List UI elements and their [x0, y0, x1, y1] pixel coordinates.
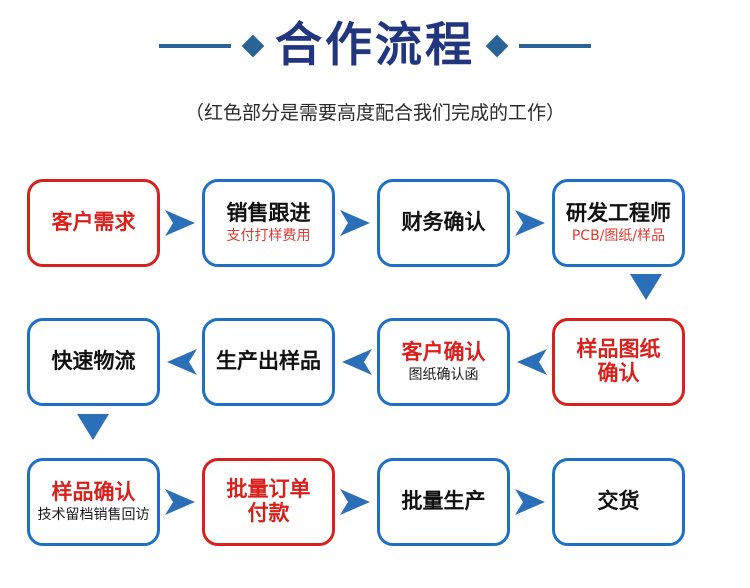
flow-node-title: 研发工程师 — [566, 200, 671, 225]
arrow-right-icon — [335, 206, 377, 240]
page-subtitle: （红色部分是需要高度配合我们完成的工作） — [184, 102, 565, 124]
horizontal-rule-icon — [519, 43, 591, 48]
arrow-left-icon — [510, 345, 552, 379]
arrow-right-icon — [510, 206, 552, 240]
flow-node-title: 批量订单 付款 — [226, 477, 311, 525]
arrow-right-icon — [160, 485, 202, 519]
arrow-down-icon-row1-row2 — [626, 272, 666, 302]
flow-node[interactable]: 客户需求 — [27, 179, 160, 267]
flow-node-title: 客户确认 — [401, 339, 486, 364]
flow-node[interactable]: 快速物流 — [27, 318, 160, 406]
flow-node-subtitle: 技术留档销售回访 — [37, 507, 150, 524]
flow-node-title: 生产出样品 — [216, 349, 321, 374]
flow-node-title: 销售跟进 — [226, 200, 311, 225]
flow-node[interactable]: 研发工程师 PCB/图纸/样品 — [552, 179, 685, 267]
arrow-left-icon — [335, 345, 377, 379]
flow-node-title: 客户需求 — [51, 210, 136, 235]
flow-node-subtitle: 图纸确认函 — [408, 367, 479, 384]
page-header: 合作流程 （红色部分是需要高度配合我们完成的工作） — [0, 0, 750, 150]
page-title: 合作流程 — [275, 18, 475, 73]
flow-node[interactable]: 销售跟进支付打样费用 — [202, 179, 335, 267]
arrow-down-icon-row2-row3 — [73, 412, 113, 442]
flow-row-1: 客户需求 销售跟进支付打样费用 财务确认 研发工程师 PCB/图纸/样品 — [0, 177, 750, 269]
arrow-right-icon — [160, 206, 202, 240]
diamond-icon-left — [241, 34, 265, 57]
flow-node-title: 交货 — [597, 489, 640, 514]
flow-row-2: 快速物流 生产出样品 客户确认图纸确认函 样品图纸 确认 — [0, 316, 750, 408]
flow-node[interactable]: 批量生产 — [377, 458, 510, 546]
flow-node-title: 样品确认 — [51, 479, 136, 504]
flow-node-title: 快速物流 — [51, 349, 136, 374]
title-row: 合作流程 — [0, 22, 750, 69]
flow-node[interactable]: 财务确认 — [377, 179, 510, 267]
flow-node[interactable]: 客户确认图纸确认函 — [377, 318, 510, 406]
flow-node-title: 样品图纸 确认 — [576, 337, 661, 385]
flow-node[interactable]: 生产出样品 — [202, 318, 335, 406]
flow-node-subtitle: 支付打样费用 — [226, 228, 311, 245]
flow-node[interactable]: 批量订单 付款 — [202, 458, 335, 546]
flow-node[interactable]: 交货 — [552, 458, 685, 546]
flow-node-title: 财务确认 — [401, 210, 486, 235]
flow-node[interactable]: 样品图纸 确认 — [552, 318, 685, 406]
diamond-icon-right — [485, 34, 509, 57]
arrow-left-icon — [160, 345, 202, 379]
flow-node-title: 批量生产 — [401, 489, 486, 514]
flow-node[interactable]: 样品确认技术留档销售回访 — [27, 458, 160, 546]
flow-node-subtitle: PCB/图纸/样品 — [571, 228, 666, 245]
arrow-right-icon — [510, 485, 552, 519]
horizontal-rule-icon — [159, 43, 231, 48]
arrow-right-icon — [335, 485, 377, 519]
flow-row-3: 样品确认技术留档销售回访 批量订单 付款 批量生产 交货 — [0, 456, 750, 548]
